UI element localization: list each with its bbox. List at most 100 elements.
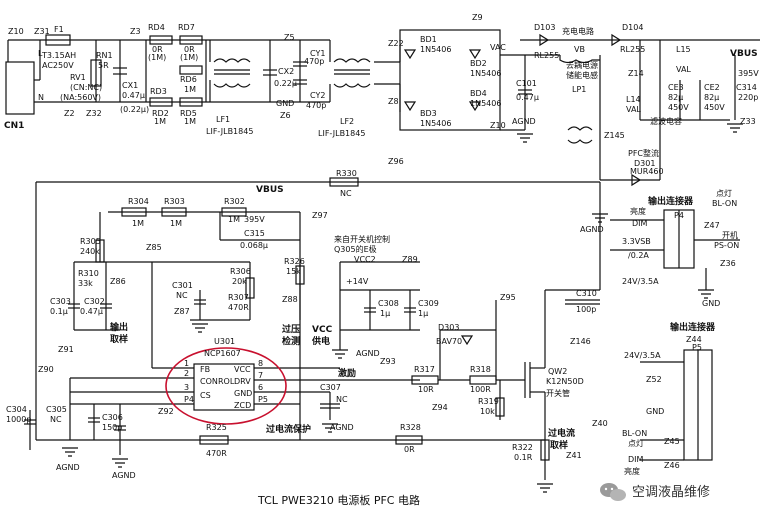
label-z93: Z93 [380,357,396,366]
label-c308-val: 1μ [380,309,390,318]
label-d104-val: RL255 [620,45,645,54]
label-r318-val: 100R [470,385,491,394]
label-z146: Z146 [570,337,591,346]
label-d301-val: MUR460 [630,167,664,176]
label-rd2-val: 1M [154,117,166,126]
label-c302: C302 [84,297,105,306]
label-bd2: BD2 [470,59,487,68]
cn1-connector [5,61,35,115]
label-p7: 7 [258,371,263,380]
label-u301: U301 [214,337,235,346]
label-vb: VB [574,45,585,54]
label-rv1-b: (NA:560V) [60,93,101,102]
label-r322: R322 [512,443,533,452]
label-rd4: RD4 [148,23,165,32]
label-cy2: CY2 [310,91,325,100]
label-bd3: BD3 [420,109,437,118]
label-ce2-v1: 82μ [704,93,719,102]
label-bd4: BD4 [470,89,487,98]
label-oc-sample1: 过电流 [548,427,575,439]
label-over-v2: 检测 [282,335,300,347]
label-p4-conn: P4 [674,211,684,220]
label-pin-vcc: VCC [234,365,251,374]
label-z33: Z33 [740,117,756,126]
label-z22: Z22 [388,39,404,48]
ic-highlight-ellipse [165,347,287,425]
label-rn1-val: 5R [98,61,109,70]
label-lf2: LF2 [340,117,354,126]
label-cy1: CY1 [310,49,325,58]
label-r307: R307 [228,293,249,302]
label-r330: R330 [336,169,357,178]
label-cy2-val: 470p [306,101,326,110]
label-r319-val: 10k [480,407,495,416]
label-z36: Z36 [720,259,736,268]
label-rd7-val: 0R [184,45,195,54]
label-bright: 亮度 [630,206,646,216]
label-z31: Z31 [34,27,50,36]
label-gnd-lf: GND [276,99,294,108]
label-rd6-val: 1M [184,85,196,94]
label-rd2: RD2 [152,109,169,118]
label-r305-val: 240k [80,247,100,256]
label-rd4-val: 0R [152,45,163,54]
label-charge: 充电电路 [562,26,594,36]
label-z10b: Z10 [490,121,506,130]
label-qw2: QW2 [548,367,567,376]
label-z8: Z8 [388,97,399,106]
label-r305: R305 [80,237,101,246]
label-rd3: RD3 [150,87,167,96]
label-ncp: NCP1607 [204,349,241,358]
label-d303-val: BAV70 [436,337,462,346]
label-r318: R318 [470,365,491,374]
wires [5,29,760,480]
label-z46: Z46 [664,461,680,470]
fuse-f1 [45,34,71,46]
label-c305-val: NC [50,415,62,424]
bridge-rectifier [399,29,501,131]
wechat-icon [600,483,626,501]
label-pin-zcd: ZCD [234,401,251,410]
label-z44: Z44 [686,335,702,344]
label-vac: VAC [490,43,506,52]
label-z95: Z95 [500,293,516,302]
watermark-text: 空调液晶维修 [632,485,710,500]
label-ce2-v2: 450V [704,103,725,112]
label-d103: D103 [534,23,555,32]
label-z45: Z45 [664,437,680,446]
label-bd2-val: 1N5406 [470,69,501,78]
label-c303: C303 [50,297,71,306]
label-ce3-v1: 82μ [668,93,683,102]
label-z96: Z96 [388,157,404,166]
label-l14-val: VAL [626,105,641,114]
label-c304: C304 [6,405,27,414]
label-p6: 6 [258,383,263,392]
label-z90: Z90 [38,365,54,374]
label-pin-cs: CS [200,391,211,400]
label-dim: DIM [632,219,648,228]
label-pin-gnd: GND [234,389,252,398]
label-bl-on: BL-ON [712,199,737,208]
label-z88: Z88 [282,295,298,304]
label-r304-val: 1M [132,219,144,228]
label-rv1-a: (CN:NC) [70,83,102,92]
label-c101-val: 0.47μ [516,93,539,102]
label-bright2: 亮度 [624,466,640,476]
label-rv1: RV1 [70,73,86,82]
label-out-sample1: 输出 [110,321,128,333]
label-c307-val: NC [336,395,348,404]
label-ce3-v2: 450V [668,103,689,112]
label-r328-val: 0R [404,445,415,454]
label-r326-val: 15k [286,267,301,276]
label-ps-on: PS-ON [714,241,739,250]
label-excite: 激励 [338,367,356,379]
label-p2: 2 [184,369,189,378]
label-gnd-p4: GND [702,299,720,308]
label-bd3-val: 1N5406 [420,119,451,128]
watermark: 空调液晶维修 [600,483,710,501]
varistor-rv1 [90,59,102,87]
label-z87: Z87 [174,307,190,316]
label-c308: C308 [378,299,399,308]
label-r310-val: 33k [78,279,93,288]
label-agnd-pfc: AGND [580,225,604,234]
